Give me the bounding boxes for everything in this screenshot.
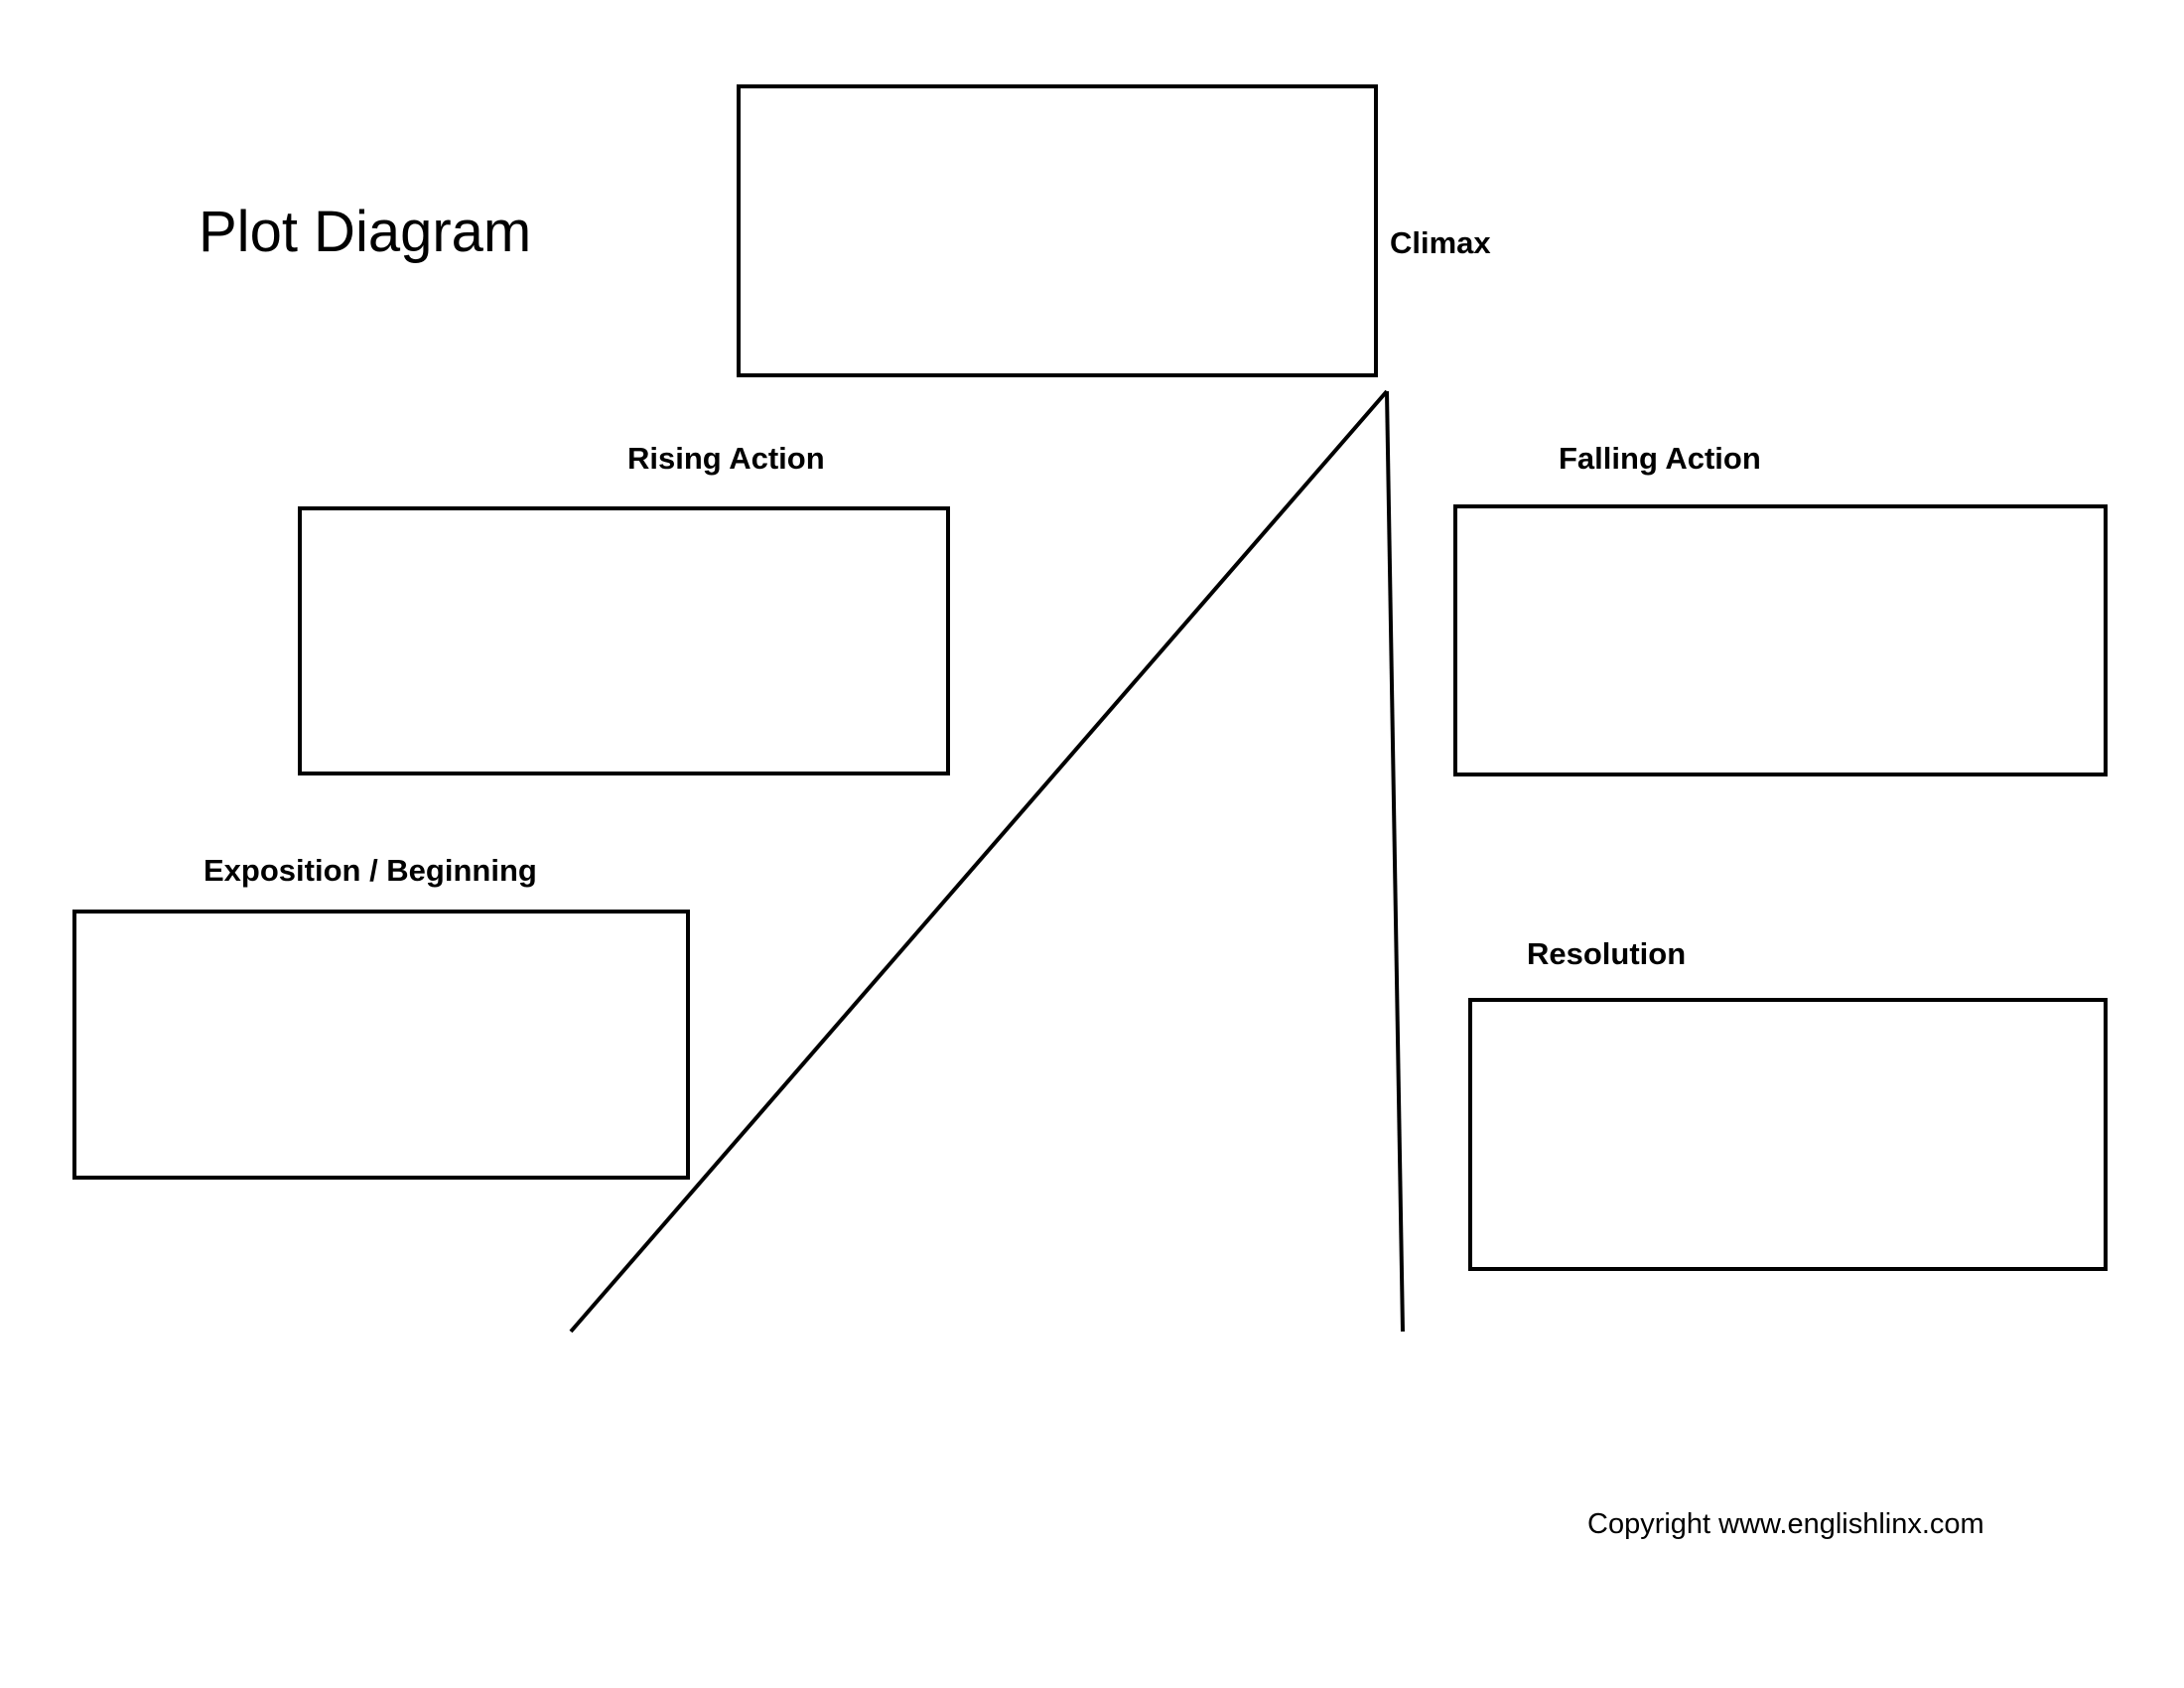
climax-answer-box — [737, 84, 1378, 377]
rising-action-answer-box — [298, 506, 950, 775]
rising-action-label: Rising Action — [627, 441, 825, 476]
resolution-answer-box — [1468, 998, 2108, 1271]
climax-label: Climax — [1390, 225, 1491, 260]
resolution-label: Resolution — [1527, 936, 1687, 971]
copyright-text: Copyright www.englishlinx.com — [1587, 1508, 1984, 1540]
falling-action-label: Falling Action — [1559, 441, 1761, 476]
exposition-answer-box — [72, 910, 690, 1180]
exposition-label: Exposition / Beginning — [204, 853, 537, 888]
page-title: Plot Diagram — [199, 200, 532, 264]
falling-action-answer-box — [1453, 504, 2108, 776]
falling-action-line — [1385, 390, 1405, 1333]
